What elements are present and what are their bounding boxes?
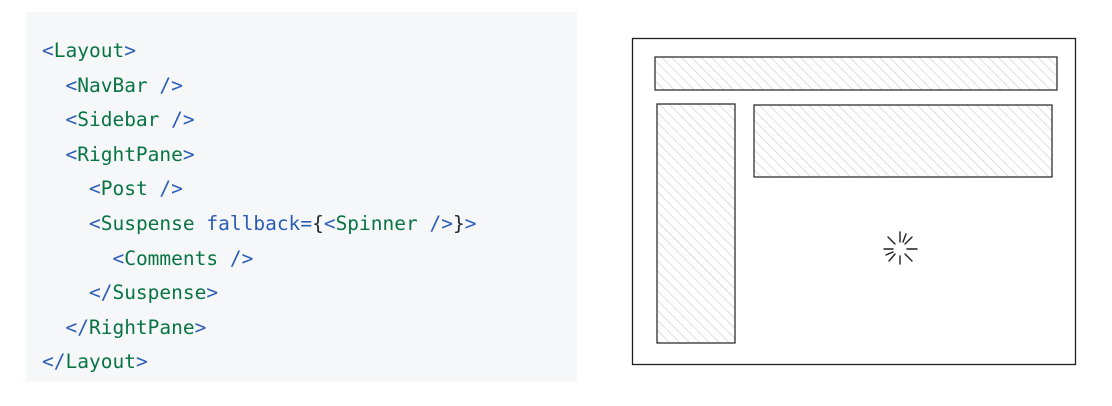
code-token-punct: < <box>112 246 125 270</box>
code-token-punct: < <box>65 142 78 166</box>
code-line: </Suspense> <box>42 276 577 311</box>
code-token-tag: RightPane <box>77 142 183 166</box>
code-indent <box>42 316 65 339</box>
code-line: <Sidebar /> <box>42 103 577 138</box>
code-token-punct: < <box>323 211 336 235</box>
code-token-punct: > <box>135 350 148 374</box>
code-token-tag: Post <box>100 177 148 201</box>
code-token-tag: Layout <box>65 350 136 374</box>
loading-spinner-icon <box>883 231 918 265</box>
code-indent <box>42 177 89 200</box>
code-token-tag: Suspense <box>112 281 207 305</box>
code-token-punct: = <box>300 211 313 235</box>
code-token-tag: Spinner <box>335 211 418 235</box>
code-panel: <Layout> <NavBar /> <Sidebar /> <RightPa… <box>26 12 577 382</box>
code-token-punct: /> <box>417 211 453 235</box>
code-token-tag: Suspense <box>100 211 195 235</box>
code-token-punct: > <box>124 39 136 62</box>
code-line: </Layout> <box>42 345 577 380</box>
wireframe-post <box>753 104 1053 178</box>
code-line: <Layout> <box>42 34 577 69</box>
layout-wireframe <box>631 37 1077 366</box>
code-line: <NavBar /> <box>42 69 577 104</box>
code-token-punct: > <box>182 142 195 166</box>
code-token-punct: < <box>88 177 101 201</box>
code-line: <RightPane> <box>42 138 577 173</box>
code-token-punct: < <box>88 211 101 235</box>
code-token-punct: > <box>464 211 477 235</box>
code-token-punct: </ <box>65 315 89 339</box>
wireframe-sidebar <box>656 103 736 344</box>
code-token-punct: > <box>194 315 207 339</box>
code-indent <box>42 281 89 304</box>
code-token-tag: NavBar <box>77 73 148 97</box>
code-token-punct: < <box>42 39 54 62</box>
code-token-punct: < <box>65 73 78 97</box>
code-token-punct: /> <box>218 246 254 270</box>
code-token-brace: } <box>452 211 465 235</box>
code-line: <Suspense fallback={<Spinner />}> <box>42 207 577 242</box>
code-token-tag: RightPane <box>88 315 195 339</box>
wireframe-navbar <box>654 56 1058 91</box>
code-block: <Layout> <NavBar /> <Sidebar /> <RightPa… <box>42 34 577 380</box>
code-token-tag: Sidebar <box>77 108 160 132</box>
code-token-punct: </ <box>88 281 113 305</box>
code-indent <box>42 74 65 97</box>
code-indent <box>42 108 65 131</box>
code-line: </RightPane> <box>42 311 577 346</box>
code-token-punct: > <box>206 281 219 305</box>
wireframe-frame <box>631 37 1077 366</box>
code-indent <box>42 212 89 235</box>
code-token-punct: /> <box>147 177 183 201</box>
code-indent <box>42 247 112 270</box>
code-token-punct: < <box>65 108 78 132</box>
code-token-punct: /> <box>159 108 195 132</box>
code-token-punct: </ <box>42 350 66 374</box>
code-token-punct: /> <box>147 73 183 97</box>
code-token-attr: fallback <box>194 211 301 235</box>
code-token-tag: Comments <box>124 246 219 270</box>
code-line: <Post /> <box>42 172 577 207</box>
code-indent <box>42 143 65 166</box>
code-token-brace: { <box>312 211 324 235</box>
code-line: <Comments /> <box>42 242 577 277</box>
code-token-tag: Layout <box>53 39 125 62</box>
